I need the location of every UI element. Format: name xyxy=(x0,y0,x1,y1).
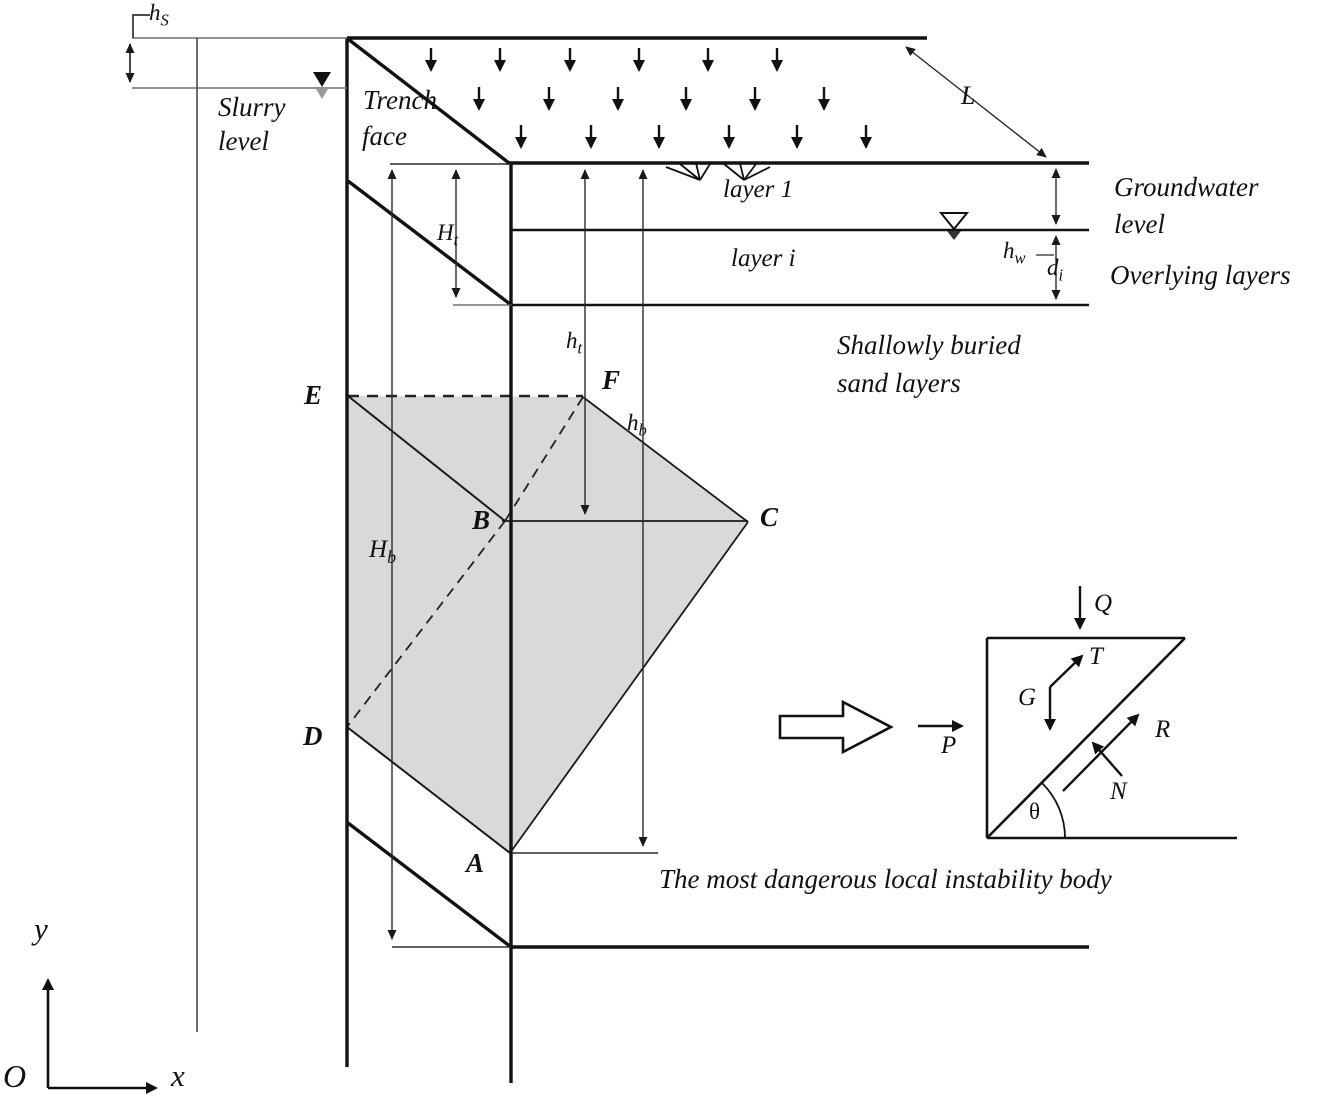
edge-BD-dashed xyxy=(346,520,506,728)
instability-body xyxy=(346,394,749,854)
label-slurry-line2: level xyxy=(218,126,269,156)
dim-L xyxy=(905,46,1047,158)
label-hs: hS xyxy=(149,0,169,30)
label-force-G: G xyxy=(1018,684,1037,711)
edge-FB-dashed xyxy=(504,396,584,522)
label-vertex-A: A xyxy=(466,848,485,878)
wedge-hypotenuse xyxy=(987,637,1186,838)
label-vertex-E: E xyxy=(304,380,323,410)
force-diagram xyxy=(778,586,1237,840)
slurry-level-symbol xyxy=(313,72,331,99)
theta-angle-arc xyxy=(1041,782,1066,839)
label-axis-y: y xyxy=(34,911,48,946)
soil-layers xyxy=(453,162,1089,307)
edge-CA xyxy=(509,521,749,854)
edge-DA xyxy=(346,726,511,854)
label-force-Q: Q xyxy=(1094,590,1113,617)
label-groundwater-line1: Groundwater xyxy=(1114,172,1259,202)
label-Hb: Hb xyxy=(369,536,397,567)
figure-caption: The most dangerous local instability bod… xyxy=(659,864,1112,894)
label-di: di xyxy=(1047,255,1064,285)
trench-bottom-diagonal xyxy=(346,821,513,949)
label-force-P: P xyxy=(941,732,957,759)
slurry-side xyxy=(125,14,347,1032)
label-L: L xyxy=(961,81,976,110)
label-slurry-line1: Slurry xyxy=(218,92,286,122)
label-vertex-B: B xyxy=(472,505,491,535)
coordinate-axes xyxy=(42,978,158,1094)
label-groundwater-line2: level xyxy=(1114,209,1165,239)
label-ht: ht xyxy=(566,328,583,358)
trench-face-top-diagonal xyxy=(346,37,511,165)
edge-FC xyxy=(582,396,749,523)
label-trench-line1: Trench xyxy=(363,85,437,115)
label-vertex-D: D xyxy=(303,721,323,751)
edge-EB xyxy=(347,395,506,522)
label-sand-line1: Shallowly buried xyxy=(837,330,1021,360)
label-trench-line2: face xyxy=(362,121,407,151)
label-hw: hw xyxy=(1003,238,1026,268)
force-T-arrow xyxy=(1049,654,1084,688)
label-Ht: Ht xyxy=(437,220,459,250)
label-vertex-F: F xyxy=(602,365,621,395)
label-force-T: T xyxy=(1089,643,1103,670)
label-layeri: layer i xyxy=(731,245,796,272)
distributed-load-arrows xyxy=(425,48,872,149)
label-layer1: layer 1 xyxy=(723,176,794,203)
label-hb: hb xyxy=(627,410,647,440)
dimension-lines xyxy=(387,46,1061,948)
label-force-R: R xyxy=(1155,716,1171,743)
trench-face-lower-diagonal xyxy=(346,179,512,306)
label-sand-line2: sand layers xyxy=(837,368,961,398)
instability-body-fill xyxy=(347,396,748,853)
force-N-arrow xyxy=(1091,741,1123,777)
label-theta: θ xyxy=(1029,799,1041,824)
hs-bracket xyxy=(132,14,150,38)
label-overlying-layers: Overlying layers xyxy=(1110,260,1291,290)
ground-hatch-symbol xyxy=(665,162,771,181)
groundwater-symbol xyxy=(938,212,970,240)
trench-structure xyxy=(345,36,1089,1083)
label-axis-origin: O xyxy=(3,1058,27,1094)
label-vertex-C: C xyxy=(760,502,779,532)
label-axis-x: x xyxy=(171,1058,185,1093)
label-force-N: N xyxy=(1110,778,1127,805)
implies-block-arrow xyxy=(778,699,894,755)
